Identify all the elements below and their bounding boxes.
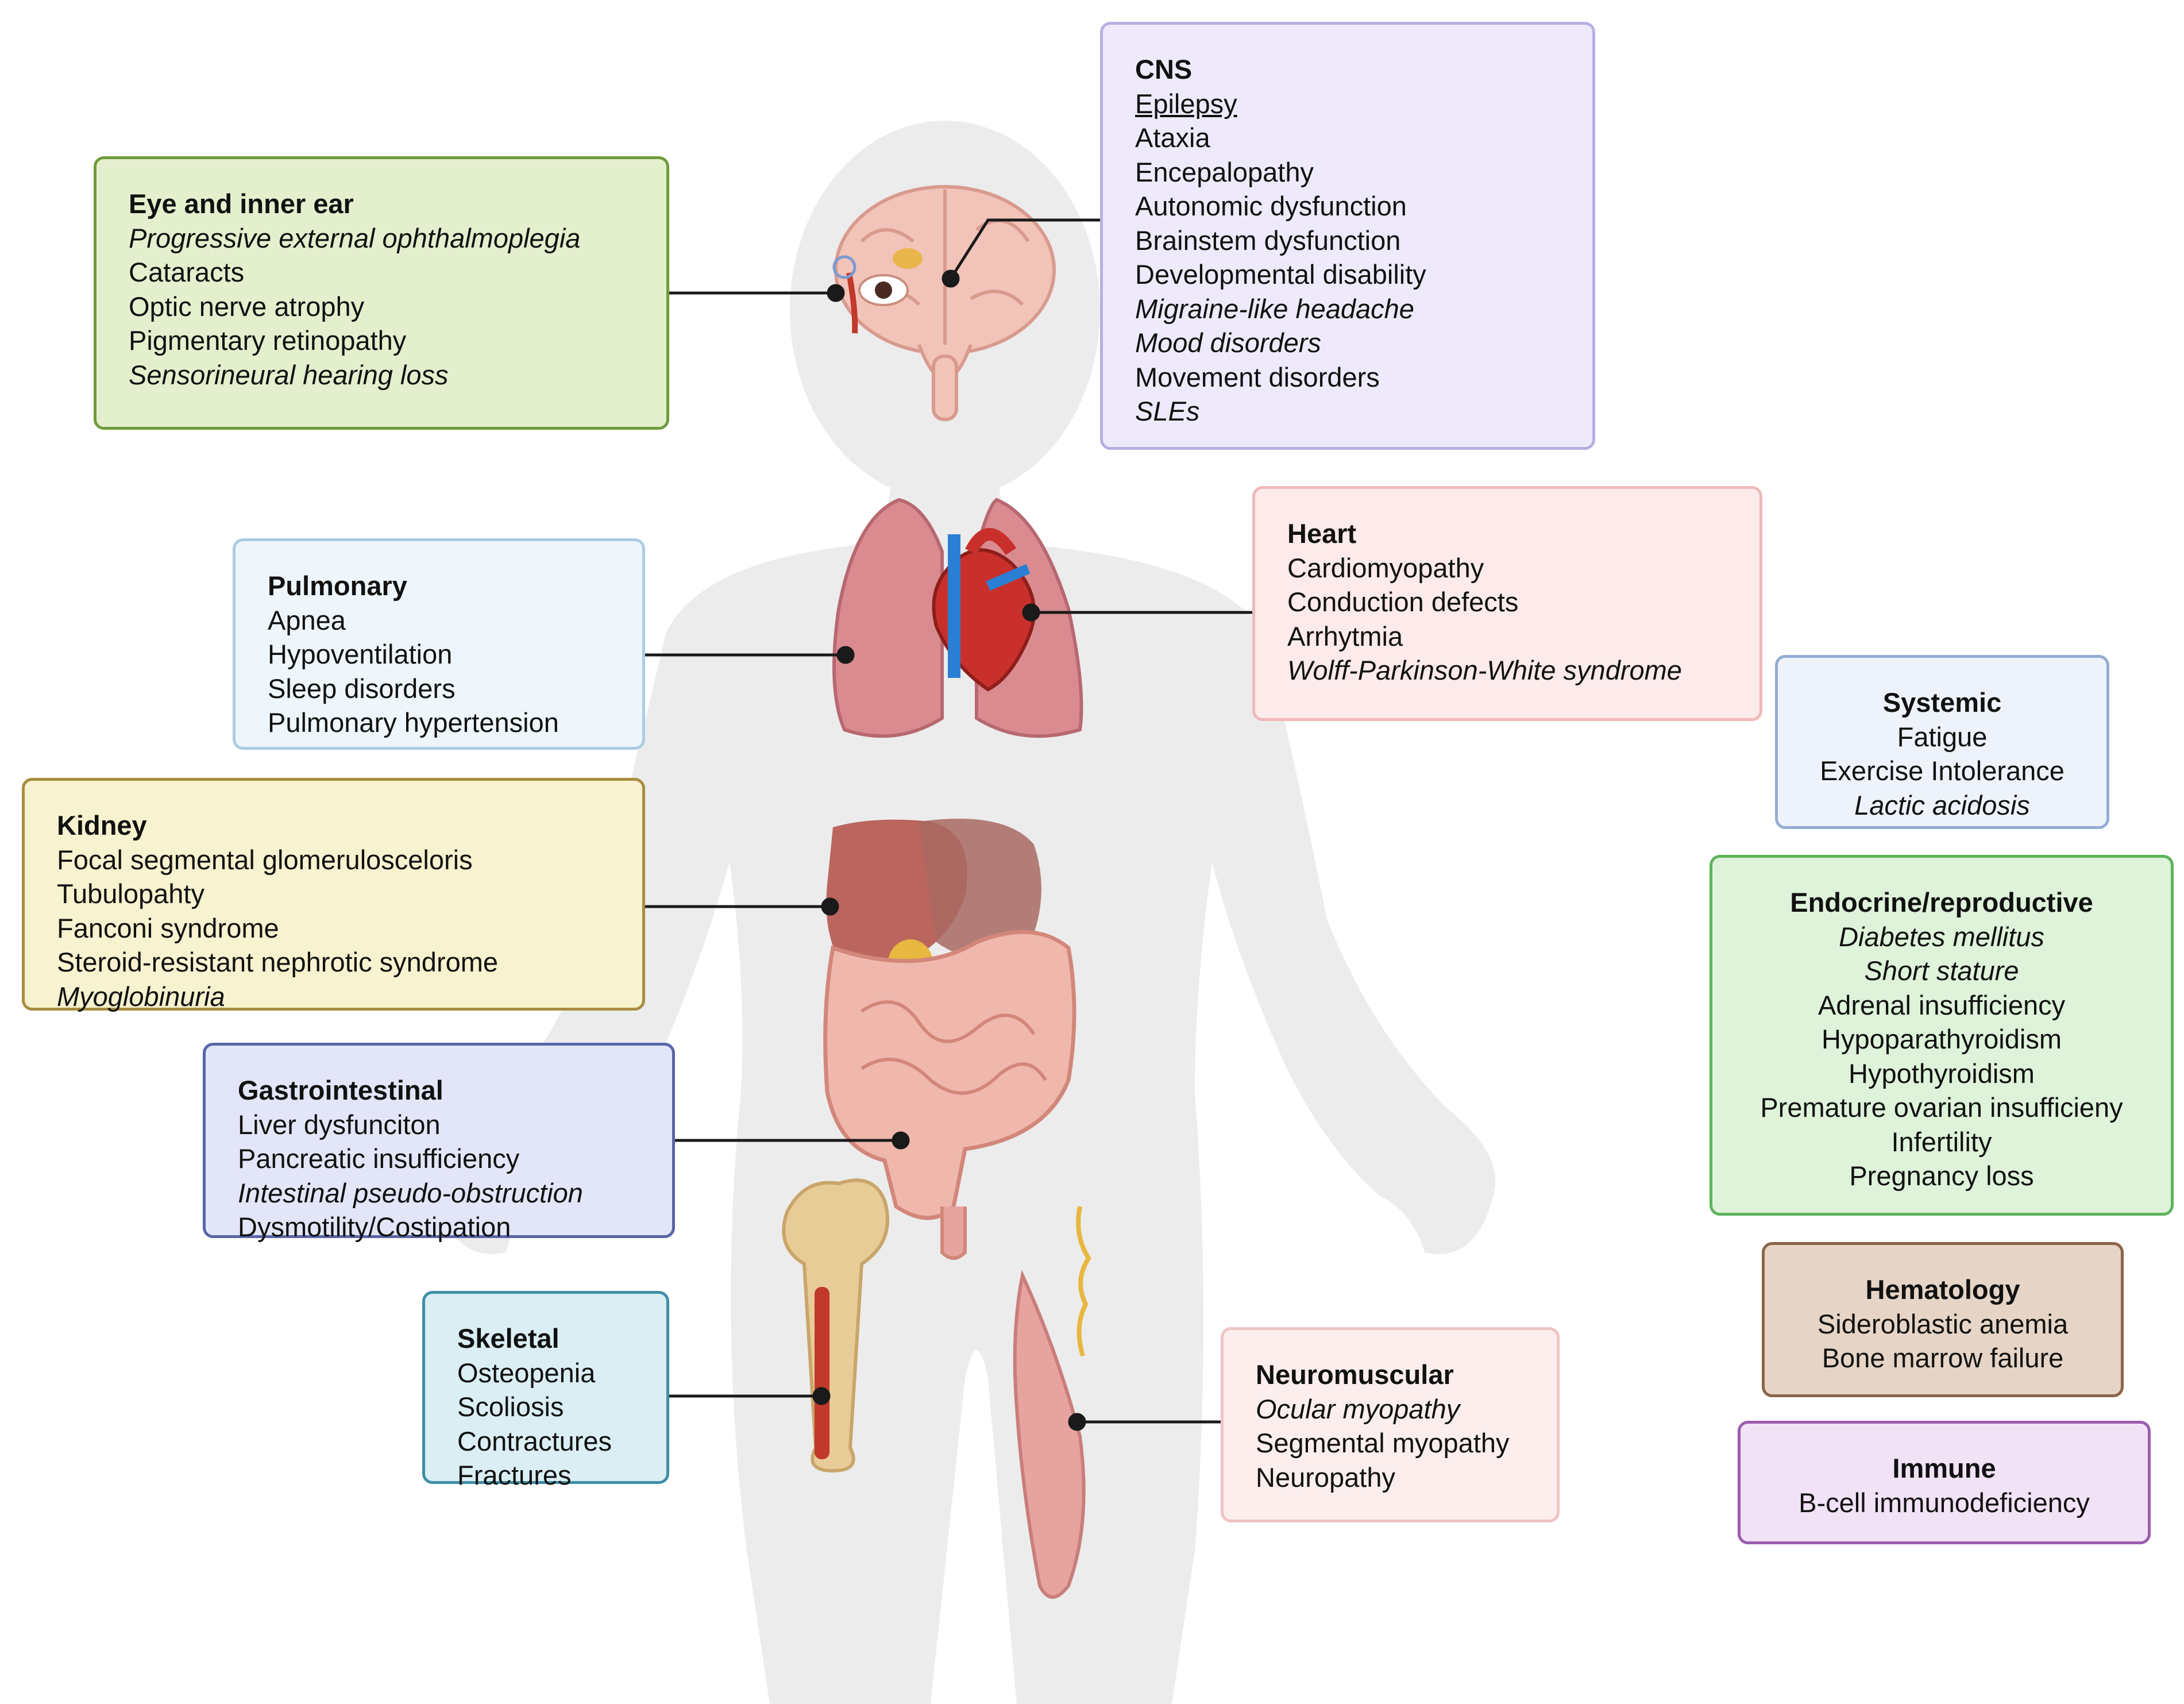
box-item: B-cell immunodeficiency	[1799, 1487, 2090, 1518]
box-item: Pulmonary hypertension	[268, 707, 559, 738]
box-item: Contractures	[457, 1425, 612, 1456]
box-item: Pigmentary retinopathy	[129, 325, 407, 356]
neuromuscular-box: Neuromuscular Ocular myopathy Segmental …	[1221, 1327, 1560, 1522]
box-title: Kidney	[57, 810, 147, 841]
box-item: Mood disorders	[1135, 327, 1321, 358]
box-item: Arrhytmia	[1287, 620, 1403, 651]
box-item: Brainstem dysfunction	[1135, 225, 1401, 256]
box-item: Tubulopahty	[57, 878, 204, 909]
box-title: CNS	[1135, 54, 1193, 84]
box-item: Optic nerve atrophy	[129, 291, 365, 322]
hematology-box: Hematology Sideroblastic anemia Bone mar…	[1762, 1242, 2124, 1397]
box-item: Steroid-resistant nephrotic syndrome	[57, 947, 499, 977]
box-item: Conduction defects	[1287, 587, 1519, 617]
box-item: Pregnancy loss	[1849, 1161, 2034, 1191]
skeletal-box: Skeletal Osteopenia Scoliosis Contractur…	[422, 1291, 669, 1490]
heart-illustration	[932, 528, 1036, 692]
systemic-box: Systemic Fatigue Exercise Intolerance La…	[1775, 655, 2109, 829]
heart-box: Heart Cardiomyopathy Conduction defects …	[1252, 486, 1762, 721]
box-item: Sleep disorders	[268, 673, 456, 704]
endocrine-reproductive-box: Endocrine/reproductive Diabetes mellitus…	[1710, 855, 2174, 1216]
box-item: Wolff-Parkinson-White syndrome	[1287, 655, 1682, 685]
bone-illustration	[782, 1178, 889, 1473]
box-item: Cardiomyopathy	[1287, 552, 1484, 583]
box-item: Sideroblastic anemia	[1817, 1308, 2069, 1339]
box-item: Intestinal pseudo-obstruction	[238, 1177, 583, 1208]
box-item: Migraine-like headache	[1135, 293, 1414, 324]
box-item: Pancreatic insufficiency	[238, 1143, 520, 1174]
box-item: Lactic acidosis	[1854, 789, 2030, 820]
box-item: Sensorineural hearing loss	[129, 359, 449, 390]
box-item: Fanconi syndrome	[57, 912, 279, 943]
box-item: Bone marrow failure	[1822, 1343, 2064, 1373]
box-title: Eye and inner ear	[129, 188, 354, 219]
box-item: Focal segmental glomerulosceloris	[57, 844, 473, 875]
box-item: Hypoventilation	[268, 639, 453, 669]
box-title: Pulmonary	[268, 570, 407, 601]
box-item: Short stature	[1864, 955, 2019, 986]
box-item: Myoglobinuria	[57, 981, 225, 1012]
box-item: Premature ovarian insufficieny	[1760, 1092, 2123, 1123]
box-item: Fatigue	[1897, 721, 1988, 752]
pulmonary-box: Pulmonary Apnea Hypoventilation Sleep di…	[233, 538, 645, 750]
box-item: SLEs	[1135, 396, 1200, 426]
box-item: Diabetes mellitus	[1839, 921, 2044, 952]
box-item: Neuropathy	[1256, 1462, 1395, 1493]
box-item: Osteopenia	[457, 1357, 596, 1388]
box-item: Liver dysfunciton	[238, 1109, 441, 1140]
box-item: Cataracts	[129, 257, 245, 287]
inner-ear-icon	[832, 255, 856, 279]
muscle-illustration	[1013, 1206, 1091, 1599]
brain-illustration	[832, 185, 1056, 421]
box-item: Encepalopathy	[1135, 156, 1314, 187]
box-item: Scoliosis	[457, 1391, 564, 1422]
box-item: Exercise Intolerance	[1820, 755, 2065, 786]
kidney-box: Kidney Focal segmental glomerulosceloris…	[22, 778, 645, 1012]
gastrointestinal-box: Gastrointestinal Liver dysfunciton Pancr…	[203, 1043, 675, 1242]
box-item: Fractures	[457, 1460, 572, 1490]
box-item: Movement disorders	[1135, 361, 1380, 392]
box-item: Apnea	[268, 604, 346, 635]
cns-box: CNS Epilepsy Ataxia Encepalopathy Autono…	[1100, 22, 1595, 450]
box-title: Neuromuscular	[1256, 1359, 1454, 1390]
box-item: Hypothyroidism	[1849, 1058, 2035, 1089]
box-title: Endocrine/reproductive	[1790, 887, 2093, 917]
box-item: Epilepsy	[1135, 88, 1237, 119]
box-item: Ataxia	[1135, 122, 1210, 153]
intestine-illustration	[823, 930, 1076, 1260]
box-title: Immune	[1892, 1453, 1996, 1483]
box-item: Segmental myopathy	[1256, 1428, 1510, 1458]
box-title: Heart	[1287, 518, 1357, 549]
box-title: Skeletal	[457, 1323, 559, 1354]
box-title: Hematology	[1865, 1274, 2020, 1305]
box-item: Progressive external ophthalmoplegia	[129, 222, 581, 253]
eye-inner-ear-box: Eye and inner ear Progressive external o…	[94, 156, 669, 430]
box-item: Dysmotility/Costipation	[238, 1212, 511, 1242]
box-title: Gastrointestinal	[238, 1075, 443, 1105]
connector-lines	[645, 218, 1252, 1431]
box-title: Systemic	[1882, 687, 2002, 718]
box-item: Adrenal insufficiency	[1818, 989, 2066, 1020]
box-item: Infertility	[1891, 1126, 1992, 1157]
box-item: Ocular myopathy	[1256, 1393, 1460, 1424]
box-item: Developmental disability	[1135, 259, 1426, 290]
box-item: Autonomic dysfunction	[1135, 191, 1407, 221]
immune-box: Immune B-cell immunodeficiency	[1738, 1421, 2151, 1544]
box-item: Hypoparathyroidism	[1822, 1024, 2062, 1054]
